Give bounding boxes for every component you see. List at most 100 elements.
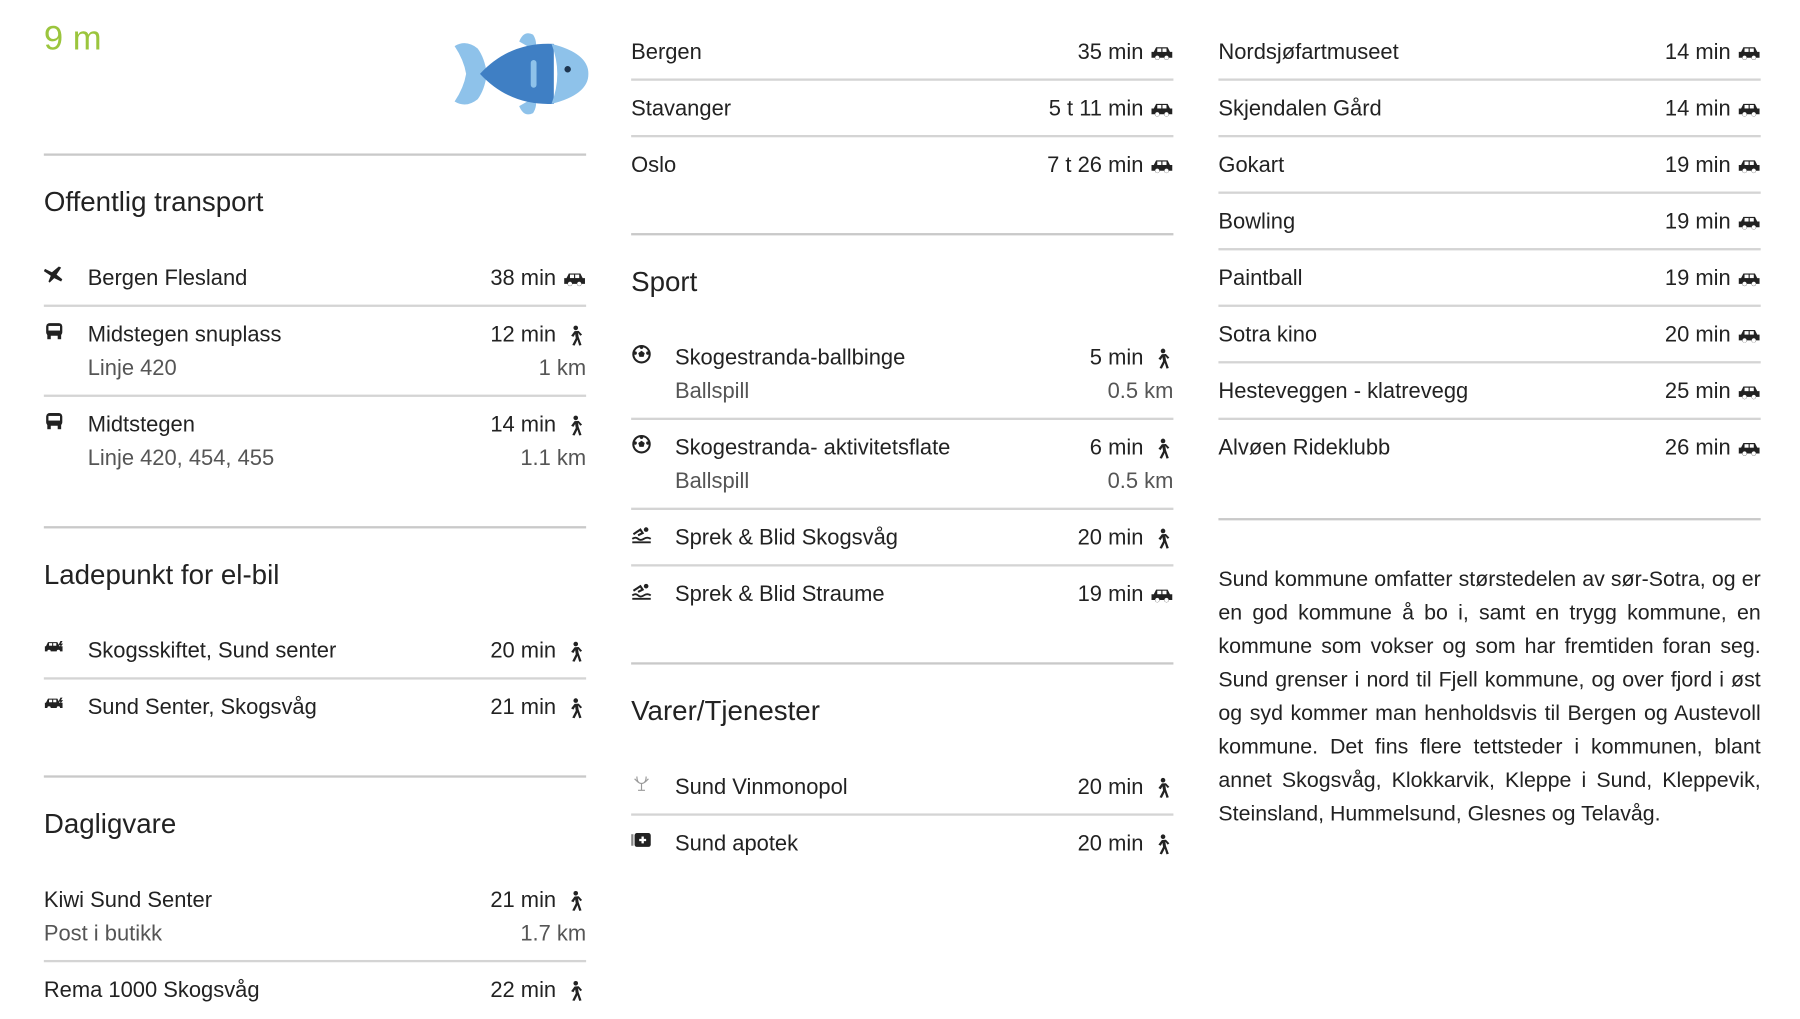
item-name: Midstegen snuplass bbox=[87, 322, 282, 347]
travel-time-value: 19 min bbox=[1664, 152, 1731, 178]
car-icon bbox=[1150, 584, 1173, 605]
walking-icon bbox=[1150, 348, 1173, 369]
travel-time-value: 21 min bbox=[490, 887, 557, 913]
travel-time: 5 min bbox=[1090, 346, 1174, 371]
travel-time-value: 14 min bbox=[490, 412, 557, 437]
travel-time-value: 19 min bbox=[1077, 582, 1144, 607]
walking-icon bbox=[563, 697, 586, 718]
item-name: Sprek & Blid Straume bbox=[674, 582, 885, 607]
section-divider bbox=[43, 526, 587, 529]
airplane-icon bbox=[43, 264, 65, 285]
item-distance: 1.7 km bbox=[520, 921, 587, 946]
item-subtitle: Ballspill bbox=[674, 379, 750, 404]
travel-time: 26 min bbox=[1665, 436, 1761, 461]
municipality-description: Sund kommune omfatter størstedelen av sø… bbox=[1218, 566, 1761, 825]
travel-time: 12 min bbox=[490, 322, 586, 347]
item-name: Sund apotek bbox=[674, 831, 799, 856]
list-item[interactable]: Sprek & Blid Skogsvåg 20 min bbox=[631, 510, 1174, 567]
walking-icon bbox=[563, 980, 586, 1001]
section-heading: Ladepunkt for el-bil bbox=[43, 559, 280, 591]
travel-time-value: 19 min bbox=[1664, 265, 1731, 291]
travel-time-value: 25 min bbox=[1664, 379, 1731, 404]
travel-time-value: 20 min bbox=[1077, 525, 1144, 550]
list-item[interactable]: Nordsjøfartmuseet 14 min bbox=[1218, 24, 1761, 81]
travel-time: 35 min bbox=[1078, 40, 1174, 65]
elevation-label: 9 m bbox=[43, 19, 102, 58]
item-subtitle: Linje 420 bbox=[87, 355, 177, 381]
list-item[interactable]: Sund Vinmonopol 20 min bbox=[631, 759, 1174, 816]
list-item[interactable]: Bowling 19 min bbox=[1218, 194, 1761, 251]
item-name: Gokart bbox=[1218, 152, 1285, 178]
travel-time-value: 14 min bbox=[1664, 96, 1731, 121]
item-name: Bowling bbox=[1218, 209, 1296, 234]
item-name: Nordsjøfartmuseet bbox=[1218, 39, 1399, 65]
travel-time: 14 min bbox=[490, 412, 586, 437]
travel-time: 20 min bbox=[1078, 831, 1174, 856]
walking-icon bbox=[563, 325, 586, 346]
walking-icon bbox=[1150, 438, 1173, 459]
car-icon bbox=[563, 268, 586, 289]
travel-time: 19 min bbox=[1078, 582, 1174, 607]
list-item[interactable]: Sund apotek 20 min bbox=[631, 816, 1173, 873]
travel-time: 20 min bbox=[490, 639, 586, 664]
car-icon bbox=[1150, 99, 1173, 120]
walking-icon bbox=[1150, 833, 1173, 855]
item-name: Sund Vinmonopol bbox=[674, 774, 848, 800]
walking-icon bbox=[1150, 777, 1173, 798]
list-item[interactable]: Gokart 19 min bbox=[1218, 137, 1761, 194]
travel-time-value: 20 min bbox=[490, 638, 557, 663]
section-heading: Varer/Tjenester bbox=[631, 695, 820, 727]
ev-charging-icon bbox=[44, 637, 65, 658]
travel-time: 19 min bbox=[1665, 153, 1761, 178]
list-item[interactable]: Sprek & Blid Straume 19 min bbox=[631, 567, 1173, 624]
travel-time: 20 min bbox=[1078, 775, 1174, 800]
car-icon bbox=[1738, 438, 1761, 459]
item-main-line: Sund apotek 20 min bbox=[631, 830, 1173, 859]
travel-time: 14 min bbox=[1665, 40, 1761, 65]
travel-time-value: 7 t 26 min bbox=[1047, 152, 1144, 178]
travel-time-value: 20 min bbox=[1664, 322, 1731, 347]
travel-time: 7 t 26 min bbox=[1047, 153, 1173, 178]
travel-time: 22 min bbox=[490, 978, 586, 1003]
fish-icon bbox=[454, 33, 589, 115]
item-name: Sprek & Blid Skogsvåg bbox=[674, 525, 898, 550]
walking-icon bbox=[563, 415, 586, 436]
header-area: 9 m bbox=[43, 0, 589, 153]
travel-time-value: 19 min bbox=[1664, 209, 1731, 234]
section-divider bbox=[631, 662, 1174, 665]
item-subtitle: Post i butikk bbox=[43, 921, 163, 946]
item-name: Bergen Flesland bbox=[87, 265, 248, 291]
wine-icon bbox=[631, 773, 652, 794]
